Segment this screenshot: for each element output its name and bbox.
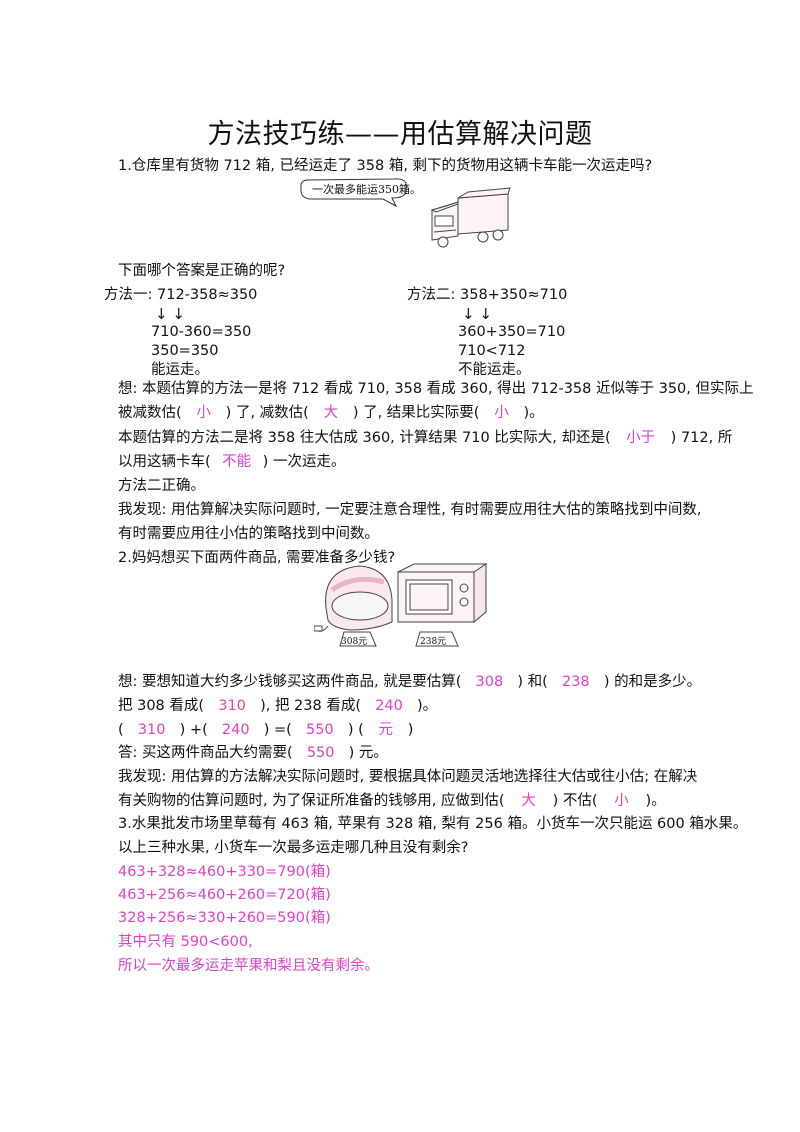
q3-solution-line: 463+256≈460+260=720(箱) <box>118 887 331 903</box>
answer-blank: 不能 <box>222 454 252 470</box>
q3-solution-line: 328+256≈330+260=590(箱) <box>118 910 331 926</box>
answer-blank: 小 <box>614 793 629 809</box>
answer-blank: 小 <box>494 405 509 421</box>
method2-arrows: ↓ ↓ <box>462 305 492 323</box>
q2-answer: 答: 买这两件商品大约需要(550) 元。 <box>118 742 388 764</box>
method1-line2: 350=350 <box>151 343 219 359</box>
truck-icon <box>430 187 511 248</box>
q3-solution-line: 463+328≈460+330=790(箱) <box>118 864 331 880</box>
answer-blank: 310 <box>218 698 246 714</box>
answer-blank: 小 <box>196 405 211 421</box>
q1-think-line2: 被减数估(小) 了, 减数估(大) 了, 结果比实际要(小)。 <box>118 402 544 424</box>
price-tag-rice-cooker: 308元 <box>341 637 367 647</box>
answer-blank: 小于 <box>626 430 656 446</box>
method2-line2: 710<712 <box>458 343 526 359</box>
q2-equation: (310) +(240) =(550) (元) <box>118 719 413 741</box>
method2-label: 方法二: 358+350≈710 <box>407 287 568 303</box>
answer-blank: 元 <box>378 722 394 738</box>
q3-solution-line: 所以一次最多运走苹果和梨且没有剩余。 <box>118 958 379 974</box>
q3-question-line1: 3.水果批发市场里草莓有 463 箱, 苹果有 328 箱, 梨有 256 箱。… <box>118 816 748 832</box>
q2-think-line1: 想: 要想知道大约多少钱够买这两件商品, 就是要估算(308) 和(238) 的… <box>118 671 701 693</box>
q1-conclusion: 方法二正确。 <box>118 478 205 494</box>
page-title: 方法技巧练——用估算解决问题 <box>207 119 593 150</box>
method1-line1: 710-360=350 <box>151 324 252 340</box>
price-tag-microwave: 238元 <box>420 637 446 647</box>
q1-think-line3: 本题估算的方法二是将 358 往大估成 360, 计算结果 710 比实际大, … <box>118 427 732 449</box>
method1-label: 方法一: 712-358≈350 <box>104 287 258 303</box>
q1-discover-line1: 我发现: 用估算解决实际问题时, 一定要注意合理性, 有时需要应用往大估的策略找… <box>118 502 702 518</box>
method2-line1: 360+350=710 <box>458 324 566 340</box>
q1-prompt: 下面哪个答案是正确的呢? <box>118 263 286 279</box>
q2-discover-line1: 我发现: 用估算的方法解决实际问题时, 要根据具体问题灵活地选择往大估或往小估;… <box>118 769 698 785</box>
q2-question: 2.妈妈想买下面两件商品, 需要准备多少钱? <box>118 550 396 566</box>
q1-question: 1.仓库里有货物 712 箱, 已经运走了 358 箱, 剩下的货物用这辆卡车能… <box>118 158 653 174</box>
q3-solution-line: 其中只有 590<600, <box>118 934 253 950</box>
products-illustration: 308元 238元 <box>314 563 488 647</box>
method2-line3: 不能运走。 <box>458 362 531 378</box>
q2-think-line2: 把 308 看成(310), 把 238 看成(240)。 <box>118 695 437 717</box>
price-tag-icon <box>415 631 459 647</box>
method1-arrows: ↓ ↓ <box>155 305 185 323</box>
q2-discover-line2: 有关购物的估算问题时, 为了保证所准备的钱够用, 应做到估(大) 不估(小)。 <box>118 790 666 812</box>
answer-blank: 550 <box>306 745 335 761</box>
truck-illustration: 一次最多能运350箱。 <box>300 178 511 248</box>
answer-blank: 310 <box>137 722 166 738</box>
q1-think-line4: 以用这辆卡车(不能) 一次运走。 <box>118 451 345 473</box>
answer-blank: 大 <box>323 405 339 421</box>
answer-blank: 240 <box>375 698 403 714</box>
price-tag-icon <box>339 631 377 647</box>
rice-cooker-icon <box>314 565 393 632</box>
q3-question-line2: 以上三种水果, 小货车一次最多运走哪几种且没有剩余? <box>118 840 469 856</box>
answer-blank: 240 <box>221 722 250 738</box>
microwave-icon <box>397 563 488 624</box>
q1-discover-line2: 有时需要应用往小估的策略找到中间数。 <box>118 526 379 542</box>
answer-blank: 238 <box>561 674 590 690</box>
answer-blank: 308 <box>475 674 504 690</box>
method1-line3: 能运走。 <box>151 362 209 378</box>
answer-blank: 550 <box>305 722 334 738</box>
bubble-text: 一次最多能运350箱。 <box>312 182 421 196</box>
answer-blank: 大 <box>521 793 536 809</box>
q1-think-line1: 想: 本题估算的方法一是将 712 看成 710, 358 看成 360, 得出… <box>118 381 754 397</box>
